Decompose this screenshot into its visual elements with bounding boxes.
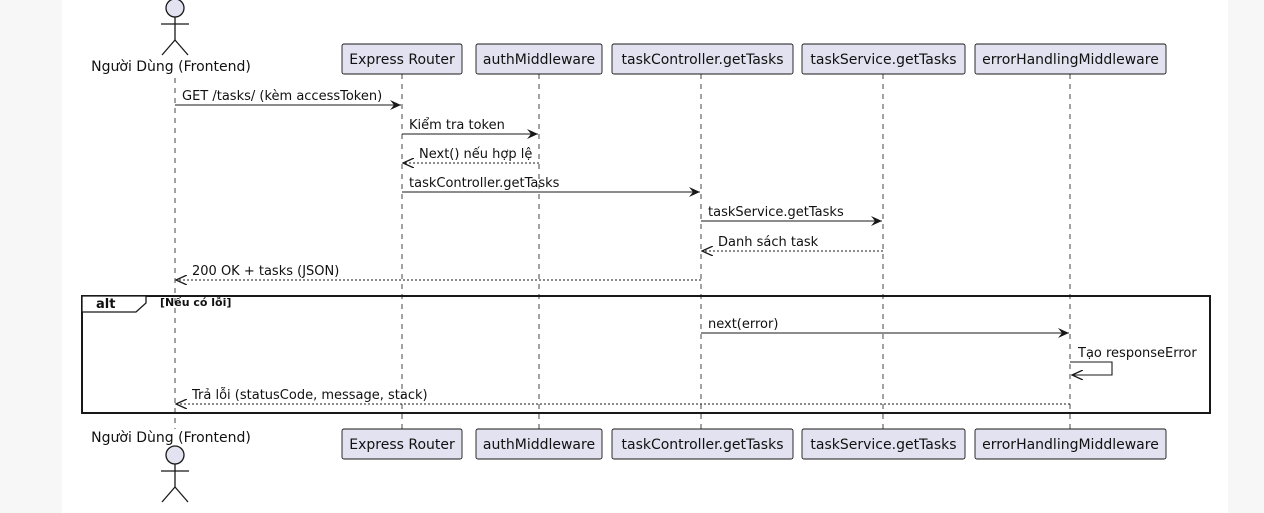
participant-label: errorHandlingMiddleware bbox=[982, 437, 1159, 453]
message-6: Danh sách task bbox=[702, 235, 883, 251]
message-1: GET /tasks/ (kèm accessToken) bbox=[175, 89, 401, 110]
lifelines bbox=[174, 74, 1071, 429]
actor-top bbox=[161, 0, 189, 56]
message-4: taskController.getTasks bbox=[402, 176, 700, 197]
message-label: taskController.getTasks bbox=[409, 176, 560, 191]
actor-bottom bbox=[161, 445, 189, 503]
participant-label: taskController.getTasks bbox=[622, 52, 784, 68]
participant-auth-top: authMiddleware bbox=[475, 43, 603, 75]
participant-router-bottom: Express Router bbox=[341, 428, 463, 460]
participant-service-bottom: taskService.getTasks bbox=[801, 428, 966, 460]
message-2: Kiểm tra token bbox=[402, 118, 538, 139]
participant-router-top: Express Router bbox=[341, 43, 463, 75]
actor-head-icon bbox=[165, 0, 185, 18]
message-arrow bbox=[1070, 361, 1113, 375]
message-label: Kiểm tra token bbox=[409, 118, 505, 133]
message-3: Next() nếu hợp lệ bbox=[403, 147, 539, 163]
message-label: 200 OK + tasks (JSON) bbox=[192, 264, 339, 279]
participant-error-top: errorHandlingMiddleware bbox=[974, 43, 1167, 75]
message-label: Tạo responseError bbox=[1077, 346, 1197, 361]
participant-controller-top: taskController.getTasks bbox=[611, 43, 794, 75]
alt-condition: [Nếu có lỗi] bbox=[160, 296, 231, 309]
participant-label: authMiddleware bbox=[483, 52, 595, 68]
message-label: Next() nếu hợp lệ bbox=[419, 147, 532, 162]
actor-head-icon bbox=[165, 445, 185, 465]
message-label: Trả lỗi (statusCode, message, stack) bbox=[191, 388, 428, 403]
participant-label: Express Router bbox=[349, 52, 455, 68]
actor-label-top: Người Dùng (Frontend) bbox=[91, 59, 251, 75]
participant-service-top: taskService.getTasks bbox=[801, 43, 966, 75]
participant-error-bottom: errorHandlingMiddleware bbox=[974, 428, 1167, 460]
message-label: taskService.getTasks bbox=[708, 205, 844, 220]
participant-label: Express Router bbox=[349, 437, 455, 453]
participant-label: taskService.getTasks bbox=[810, 52, 956, 68]
alt-keyword: alt bbox=[96, 297, 115, 312]
participant-auth-bottom: authMiddleware bbox=[475, 428, 603, 460]
participant-label: taskService.getTasks bbox=[810, 437, 956, 453]
right-margin bbox=[1228, 0, 1264, 513]
message-label: next(error) bbox=[708, 317, 778, 332]
message-label: Danh sách task bbox=[718, 235, 819, 250]
participant-label: taskController.getTasks bbox=[622, 437, 784, 453]
messages: GET /tasks/ (kèm accessToken) Kiểm tra to… bbox=[175, 89, 1197, 404]
left-margin bbox=[0, 0, 62, 513]
message-5: taskService.getTasks bbox=[701, 205, 882, 226]
participant-controller-bottom: taskController.getTasks bbox=[611, 428, 794, 460]
actor-label-bottom: Người Dùng (Frontend) bbox=[91, 430, 251, 446]
alt-frame: alt [Nếu có lỗi] bbox=[81, 295, 1211, 414]
participant-label: errorHandlingMiddleware bbox=[982, 52, 1159, 68]
message-7: 200 OK + tasks (JSON) bbox=[176, 264, 701, 280]
message-8: next(error) bbox=[701, 317, 1069, 338]
participant-label: authMiddleware bbox=[483, 437, 595, 453]
message-label: GET /tasks/ (kèm accessToken) bbox=[182, 89, 382, 104]
message-9: Tạo responseError bbox=[1070, 346, 1197, 375]
message-10: Trả lỗi (statusCode, message, stack) bbox=[176, 388, 1070, 404]
